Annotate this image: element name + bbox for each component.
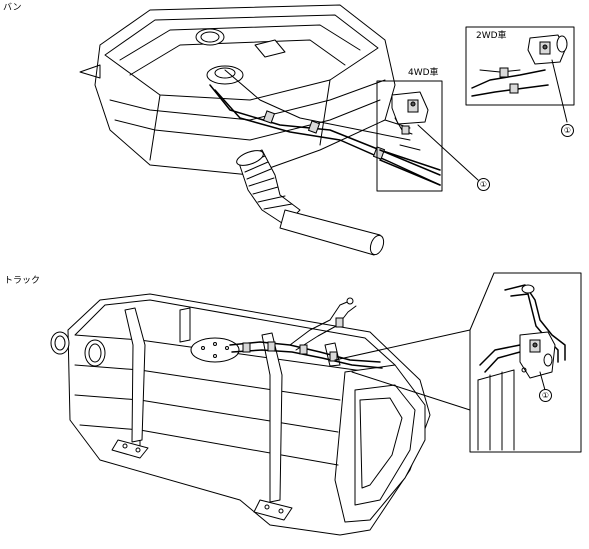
callout-2wd-part: ① [561,124,574,137]
van-section-label: バン [3,3,22,13]
inset-4wd-box [376,80,479,192]
callout-truck-part: ① [539,389,552,402]
truck-detail-box [469,272,582,453]
inset-2wd-label: 2WD車 [476,31,507,41]
truck-fuel-tank [50,293,471,536]
inset-4wd-label: 4WD車 [408,68,439,78]
truck-section-label: トラック [4,276,41,286]
van-fuel-tank [79,4,441,256]
inset-2wd-box [465,26,575,123]
callout-4wd-part: ① [477,178,490,191]
